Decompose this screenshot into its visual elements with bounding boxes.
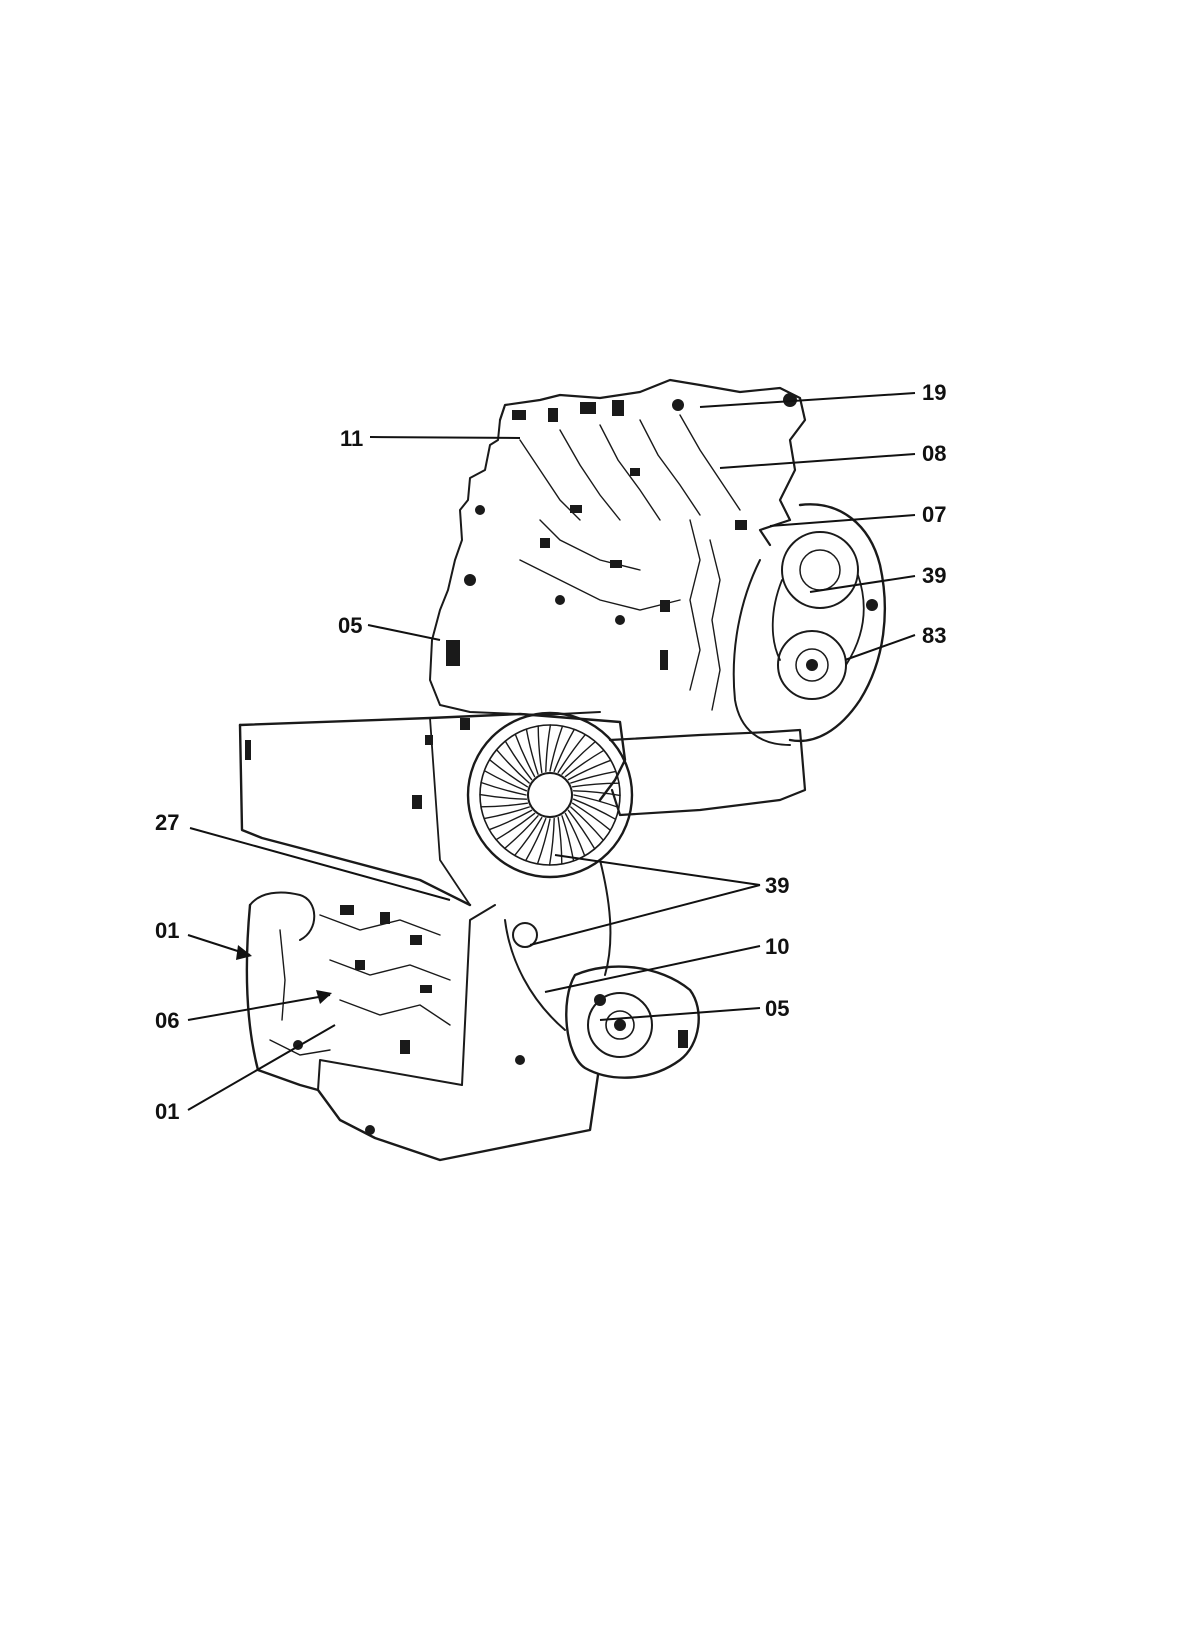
fan-blade [488,759,529,788]
callout-19: 19 [922,380,946,405]
leader-10 [544,945,761,993]
fan-blade [571,782,620,788]
leader-19 [699,392,916,408]
fan-blade [572,790,621,797]
engine-rear-view [429,378,887,817]
leader-11 [369,436,521,439]
fan-blade [545,724,552,773]
leader-06 [187,994,331,1021]
leader-05b [599,1007,761,1021]
callout-01-upper: 01 [155,918,179,943]
callout-39-front: 39 [765,873,789,898]
callout-27: 27 [155,810,179,835]
fan-blade [557,733,586,774]
fan-blade [561,740,596,775]
fan-blade [571,802,612,831]
callout-83: 83 [922,623,946,648]
fan-blade [570,770,617,784]
callout-05-rear: 05 [338,613,362,638]
fan-blade [536,818,551,865]
callout-06: 06 [155,1008,179,1033]
callout-10: 10 [765,934,789,959]
fan-blade [525,728,539,775]
fan-blade [572,798,617,820]
leader-27 [189,827,451,901]
leader-lines [187,392,916,1111]
fan-blade [488,809,533,831]
fan-blade [567,809,596,850]
leader-39b-2 [529,884,761,946]
leader-83 [844,634,916,661]
fan-blade [495,749,530,784]
fan-blade [514,816,543,857]
fan-blade [480,802,529,808]
leader-39a [809,575,916,593]
arrowhead-06 [316,990,332,1004]
fan-blade [573,794,620,809]
callout-05-front: 05 [765,996,789,1021]
fan-blade [504,815,539,850]
fan-blade [561,815,575,862]
front-detail-marks [245,718,688,1135]
fan-blade [549,725,564,772]
fan-blade [480,781,527,796]
fan-blade [548,817,555,866]
fan-blade [495,812,536,841]
leader-08 [719,453,916,469]
arrowhead-01a [236,945,252,960]
fan-blade [567,759,612,781]
engine-front-view [238,711,700,1162]
callout-08: 08 [922,441,946,466]
fan-blade [564,812,586,857]
callout-01-lower: 01 [155,1099,179,1124]
fan-blade [564,749,605,778]
fan-blade [537,725,543,774]
fan-blade [514,733,536,778]
fan-blade [553,728,575,773]
leader-05a [367,624,441,641]
fan-blade [570,806,605,841]
cooling-fan [466,711,634,879]
fan-blade [557,816,563,865]
fan-blade [483,806,530,820]
fan-blade [504,740,533,781]
callout-07: 07 [922,502,946,527]
callout-11: 11 [340,426,363,451]
injector-lines [519,414,741,711]
front-crank-pulley [565,965,700,1079]
leader-07 [769,514,916,527]
leader-01b [187,1024,336,1111]
fan-blade [483,770,528,792]
fan-blade [479,793,528,800]
rear-detail-marks [446,393,878,671]
callout-39-rear: 39 [922,563,946,588]
fan-blade [525,817,547,862]
callout-labels: 19 11 08 07 39 05 83 27 39 01 10 06 05 0… [155,380,946,1124]
leader-39b-1 [554,854,761,886]
